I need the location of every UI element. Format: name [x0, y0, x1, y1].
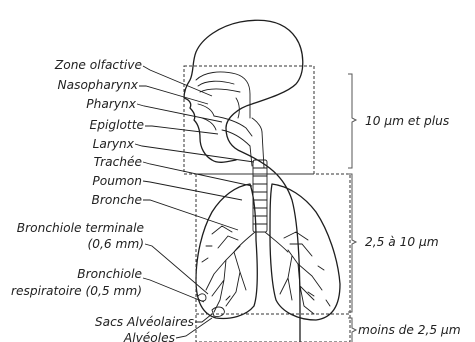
label-bronche: Bronche [92, 193, 142, 207]
label-trachee: Trachée [94, 155, 142, 169]
bronchial-tree [198, 226, 330, 317]
label-bronchiole-terminale-size: (0,6 mm) [87, 237, 144, 251]
label-bronchiole-respiratoire-size: respiratoire (0,5 mm) [11, 284, 142, 298]
upper-airway [196, 72, 264, 168]
label-nasopharynx: Nasopharynx [58, 78, 139, 92]
label-bronchiole-respiratoire: Bronchiole [77, 267, 142, 281]
label-pharynx: Pharynx [86, 97, 136, 111]
label-sacs-alveolaires: Sacs Alvéolaires [95, 315, 195, 329]
label-zone-olfactive: Zone olfactive [54, 58, 142, 72]
particle-size-labels: 10 µm et plus 2,5 à 10 µm moins de 2,5 µ… [358, 114, 461, 337]
zone-label-middle: 2,5 à 10 µm [365, 235, 439, 249]
label-larynx: Larynx [93, 137, 135, 151]
anatomy-labels: Zone olfactive Nasopharynx Pharynx Epigl… [11, 58, 195, 342]
lungs [196, 184, 340, 320]
zone-label-upper: 10 µm et plus [365, 114, 450, 128]
label-alveoles: Alvéoles [123, 331, 176, 342]
label-poumon: Poumon [92, 174, 142, 188]
zone-label-lower: moins de 2,5 µm [358, 323, 461, 337]
label-bronchiole-terminale: Bronchiole terminale [17, 221, 144, 235]
leader-lines [135, 66, 254, 338]
label-epiglotte: Epiglotte [90, 118, 144, 132]
zone-braces [348, 74, 356, 342]
